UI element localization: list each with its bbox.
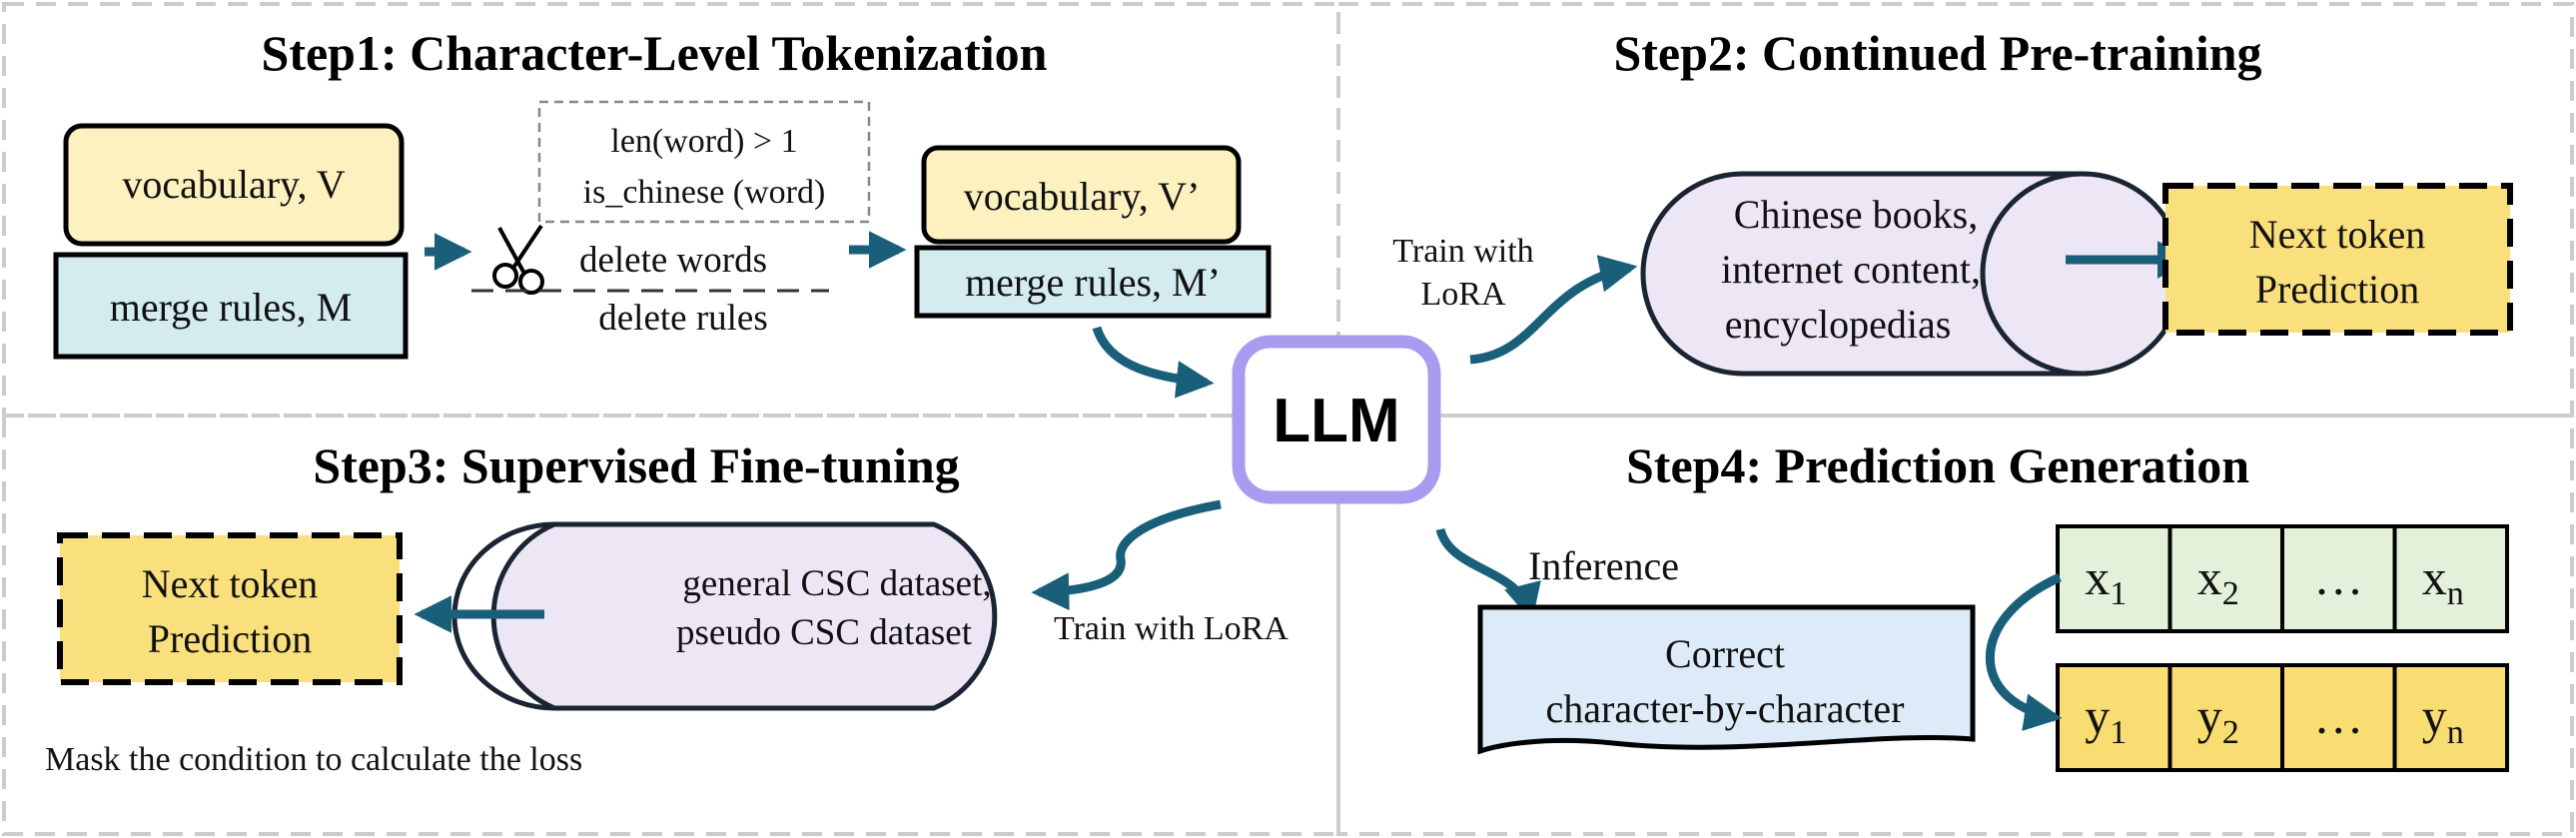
output-token-cell-label: yn — [2422, 688, 2464, 751]
pretrain-data-line3: encyclopedias — [1725, 302, 1952, 347]
correct-line1: Correct — [1665, 631, 1785, 676]
arrow-to-sft — [1031, 499, 1222, 611]
vocab-label: vocabulary, V — [122, 162, 345, 207]
condition-line1: len(word) > 1 — [610, 123, 797, 160]
condition-box — [537, 100, 871, 224]
mask-condition-label: Mask the condition to calculate the loss — [45, 741, 582, 778]
step3-title: Step3: Supervised Fine-tuning — [313, 437, 959, 493]
inference-label: Inference — [1528, 543, 1679, 588]
llm-label: LLM — [1273, 387, 1399, 455]
pretrain-data-cylinder — [1640, 171, 2185, 377]
output-token-cell-label: … — [2313, 688, 2363, 744]
correct-scroll-box — [1477, 604, 1976, 755]
sft-data-line2: pseudo CSC dataset — [676, 612, 973, 653]
panel-step4 — [1336, 414, 2574, 836]
delete-words-label: delete words — [579, 240, 767, 281]
llm-box — [1232, 335, 1441, 504]
pretrain-data-line2: internet content, — [1721, 247, 1981, 292]
train-lora-label-2: LoRA — [1421, 276, 1506, 313]
correct-line2: character-by-character — [1546, 686, 1905, 731]
output-token-cell — [2280, 663, 2397, 772]
panel-step3 — [2, 414, 1340, 836]
condition-line2: is_chinese (word) — [583, 174, 826, 211]
panel-step2 — [1336, 2, 2574, 418]
train-lora-label-3: Train with LoRA — [1054, 610, 1288, 647]
pretrain-data-line1: Chinese books, — [1734, 192, 1978, 237]
input-token-cell — [2056, 524, 2172, 633]
sft-data-line1: general CSC dataset, — [682, 563, 991, 604]
merge-new-box — [914, 245, 1272, 319]
scissors-icon — [492, 224, 544, 295]
output-token-cell — [2056, 663, 2172, 772]
prediction2-line1: Next token — [2249, 212, 2426, 257]
step1-title: Step1: Character-Level Tokenization — [262, 25, 1048, 81]
delete-rules-label: delete rules — [598, 298, 768, 339]
arrow-to-inference — [1435, 527, 1541, 622]
arrow-to-pretrain — [1469, 255, 1638, 365]
prediction-box-2 — [2162, 183, 2513, 336]
vocab-box — [63, 123, 405, 247]
prediction2-line2: Prediction — [2255, 267, 2419, 312]
vocab-new-box — [921, 145, 1242, 245]
step4-title: Step4: Prediction Generation — [1626, 437, 2249, 493]
prediction3-line1: Next token — [142, 561, 319, 606]
merge-new-label: merge rules, M’ — [965, 260, 1221, 305]
merge-label: merge rules, M — [110, 285, 353, 330]
input-token-cell — [2392, 524, 2509, 633]
arrow-to-llm — [1092, 326, 1215, 399]
input-token-cell — [2167, 524, 2284, 633]
merge-box — [53, 252, 409, 360]
train-lora-label-1: Train with — [1392, 233, 1533, 270]
prediction-box-3 — [57, 532, 403, 685]
output-token-cell — [2392, 663, 2509, 772]
vocab-new-label: vocabulary, V’ — [964, 174, 1201, 219]
prediction3-line2: Prediction — [148, 616, 312, 661]
step2-title: Step2: Continued Pre-training — [1613, 25, 2261, 81]
arrow-x-to-y — [1985, 572, 2063, 731]
input-token-cell-label: … — [2313, 549, 2363, 605]
